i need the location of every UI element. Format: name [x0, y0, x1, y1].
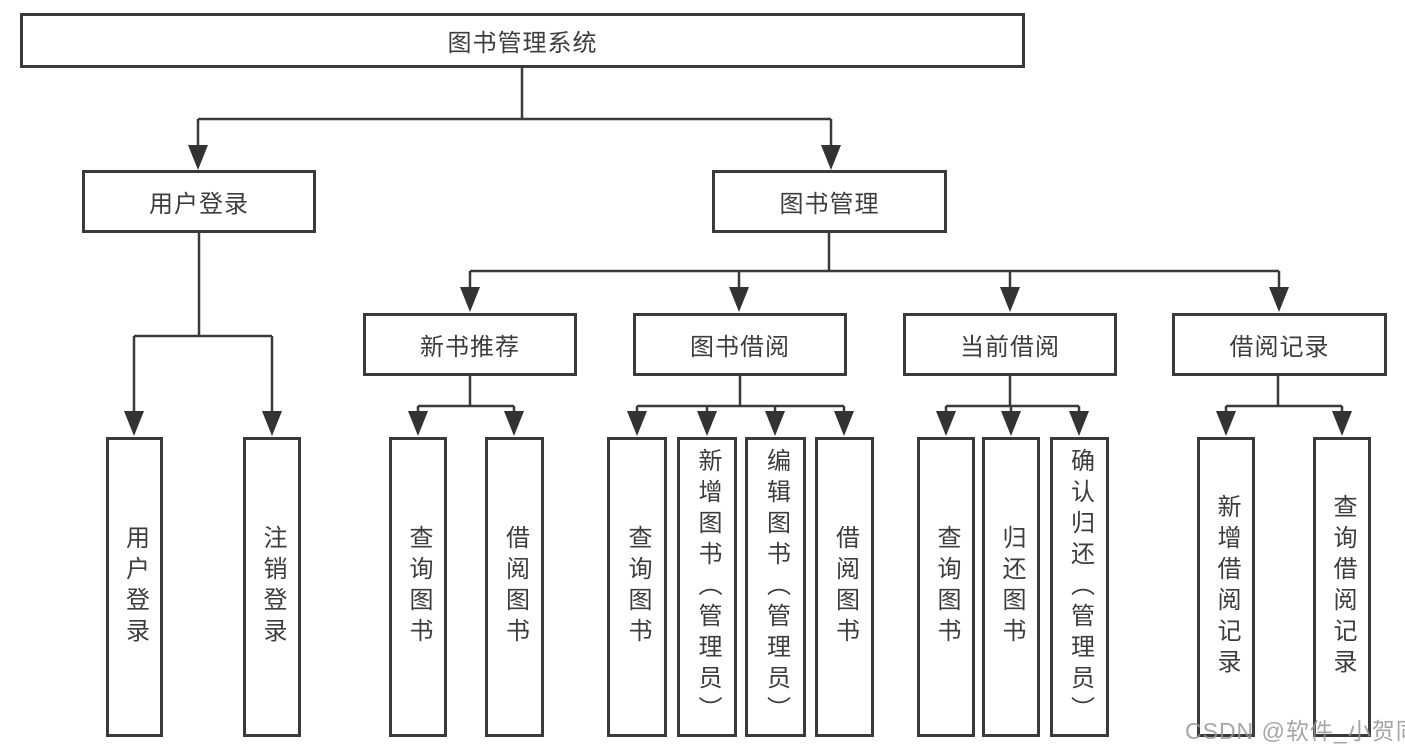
connector-book-borrowing [627, 376, 854, 436]
connector-user-login [124, 232, 282, 436]
node-library-management-system: 图书管理系统 [20, 13, 1025, 68]
node-confirm-return-admin: 确认归还（管理员） [1050, 437, 1109, 737]
node-label: 借阅图书 [831, 525, 859, 649]
node-label: 新书推荐 [420, 334, 520, 361]
node-book-management: 图书管理 [712, 170, 947, 233]
node-borrowing-records: 借阅记录 [1172, 313, 1387, 376]
arrow-down-icon [1332, 411, 1352, 436]
node-label: 图书管理 [779, 191, 880, 218]
arrow-down-icon [834, 411, 854, 436]
arrow-down-icon [627, 411, 647, 436]
node-edit-books-admin: 编辑图书（管理员） [745, 437, 806, 737]
node-user-login-leaf: 用户登录 [106, 437, 163, 737]
node-label: 借阅图书 [501, 525, 529, 649]
node-new-book-recommendation: 新书推荐 [363, 313, 577, 376]
arrow-down-icon [697, 411, 717, 436]
node-label: 注销登录 [259, 525, 286, 649]
connector-new-book-recommendation [408, 376, 524, 436]
node-label: 编辑图书（管理员） [762, 447, 790, 727]
node-label: 图书借阅 [690, 334, 790, 361]
node-label: 查询图书 [405, 525, 432, 649]
node-search-borrow-record: 查询借阅记录 [1313, 437, 1371, 737]
arrow-down-icon [729, 287, 749, 312]
arrow-down-icon [1269, 287, 1289, 312]
connector-borrowing-records [1216, 376, 1352, 436]
node-book-borrowing: 图书借阅 [633, 313, 847, 376]
node-label: 借阅记录 [1229, 334, 1330, 361]
node-current-borrowing: 当前借阅 [903, 313, 1117, 376]
arrow-down-icon [460, 287, 480, 312]
node-return-books: 归还图书 [982, 437, 1040, 737]
arrow-down-icon [262, 411, 282, 436]
node-label: 用户登录 [149, 191, 249, 218]
arrow-down-icon [1216, 411, 1236, 436]
node-label: 归还图书 [998, 525, 1025, 649]
node-add-books-admin: 新增图书（管理员） [677, 437, 737, 737]
connector-current-borrowing [936, 376, 1089, 436]
arrow-down-icon [408, 411, 428, 436]
node-search-books-recommend: 查询图书 [389, 437, 447, 737]
arrow-down-icon [1000, 287, 1020, 312]
arrow-down-icon [821, 145, 841, 170]
node-label: 确认归还（管理员） [1066, 447, 1094, 727]
connector-book-management [460, 232, 1289, 312]
node-label: 图书管理系统 [447, 30, 598, 57]
connector-root [188, 66, 841, 170]
arrow-down-icon [1001, 411, 1021, 436]
arrow-down-icon [124, 411, 144, 436]
node-borrow-books-recommend: 借阅图书 [485, 437, 544, 737]
node-add-borrow-record: 新增借阅记录 [1197, 437, 1255, 737]
node-label: 新增图书（管理员） [694, 447, 721, 727]
node-label: 查询借阅记录 [1329, 494, 1356, 680]
node-borrow-books: 借阅图书 [815, 437, 874, 737]
node-label: 用户登录 [121, 525, 149, 649]
node-label: 查询图书 [624, 525, 651, 649]
arrow-down-icon [765, 411, 785, 436]
arrow-down-icon [936, 411, 956, 436]
node-label: 查询图书 [933, 525, 960, 649]
watermark: CSDN @软件_小贺同学 [1185, 718, 1405, 744]
node-user-login: 用户登录 [82, 170, 316, 233]
arrow-down-icon [504, 411, 524, 436]
node-label: 当前借阅 [960, 334, 1060, 361]
node-search-books-current: 查询图书 [917, 437, 975, 737]
node-label: 新增借阅记录 [1213, 494, 1240, 680]
node-logout: 注销登录 [243, 437, 301, 737]
arrow-down-icon [1069, 411, 1089, 436]
node-search-books-borrowing: 查询图书 [607, 437, 667, 737]
arrow-down-icon [188, 145, 208, 170]
